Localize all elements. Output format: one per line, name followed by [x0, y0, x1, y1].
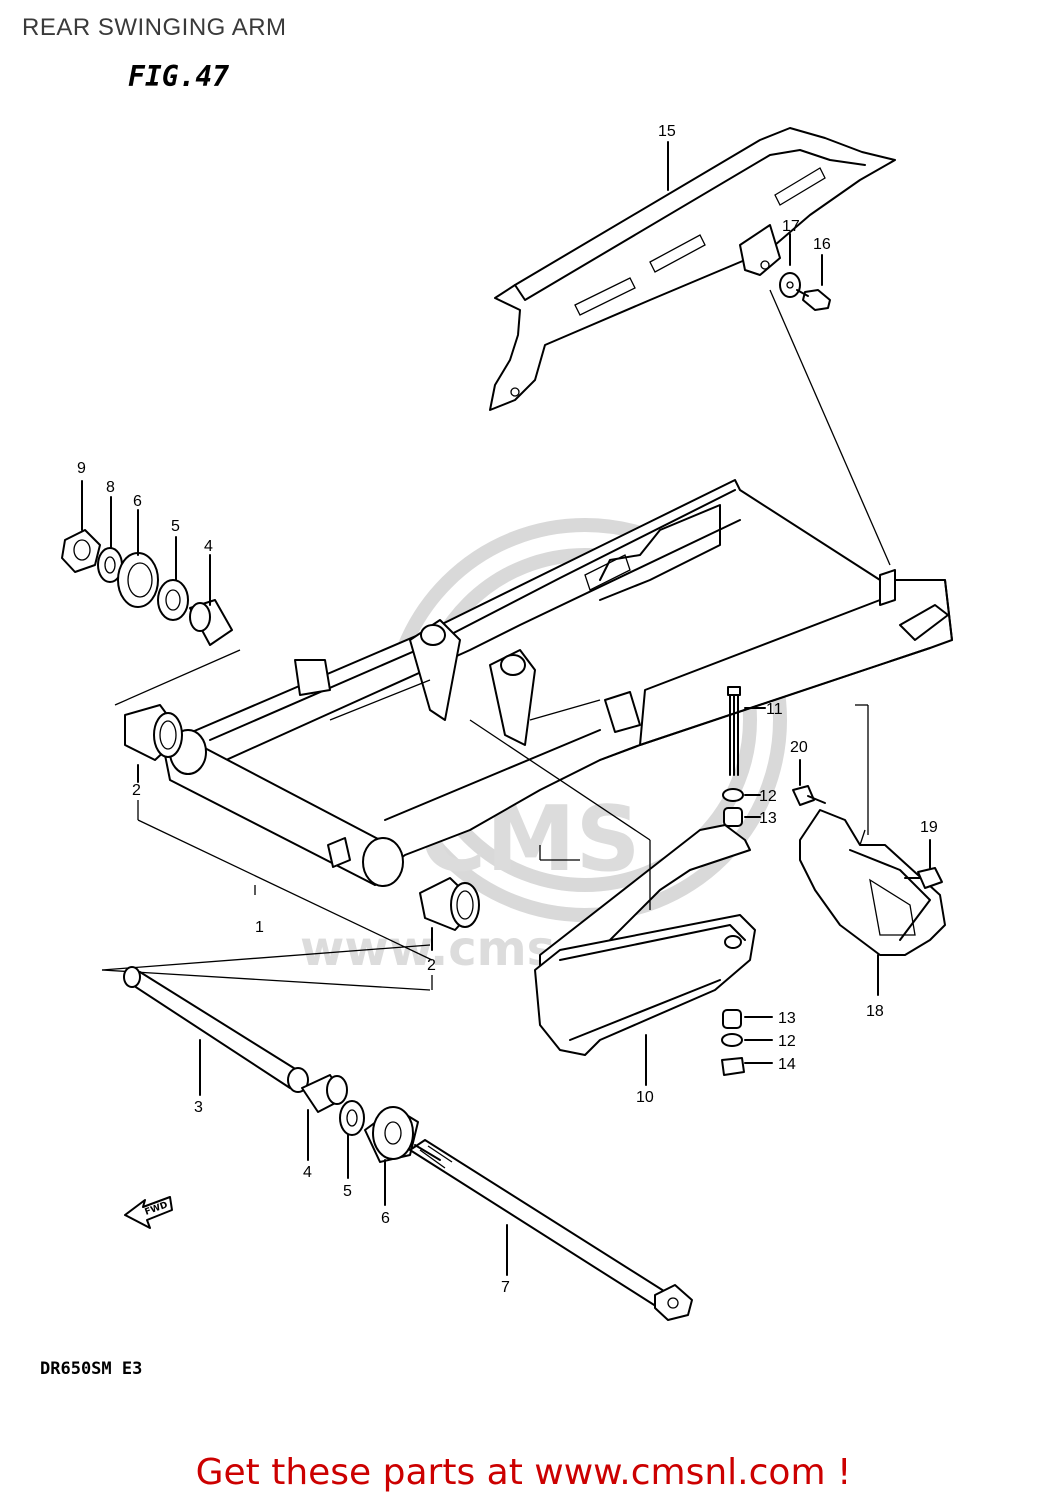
part-chain-buffer	[534, 824, 756, 1056]
part-washer-5b	[339, 1100, 365, 1136]
part-bearing-2b	[419, 877, 480, 931]
figure-number: FIG.47	[128, 60, 230, 93]
callout-12b: 12	[778, 1033, 796, 1050]
part-bolt-16	[796, 289, 831, 311]
part-swinging-arm	[179, 479, 953, 886]
callout-3: 3	[194, 1099, 203, 1116]
callout-8: 8	[106, 479, 115, 496]
callout-1: 1	[255, 919, 264, 936]
part-bolt-19	[917, 867, 943, 889]
callout-20: 20	[790, 739, 808, 756]
callout-14: 14	[778, 1056, 796, 1073]
callout-2a: 2	[132, 782, 141, 799]
part-pivot-shaft-7	[409, 1139, 693, 1321]
callout-6a: 6	[133, 493, 142, 510]
callout-12a: 12	[759, 788, 777, 805]
part-collar-13a	[723, 807, 743, 827]
part-spacer-3	[123, 966, 309, 1093]
callout-2b: 2	[427, 957, 436, 974]
part-seal-6b	[364, 1106, 419, 1163]
callout-10: 10	[636, 1089, 654, 1106]
part-washer-12b	[721, 1033, 743, 1047]
part-bearing-2a	[124, 704, 183, 761]
callout-16: 16	[813, 236, 831, 253]
part-washer-5a	[157, 579, 189, 621]
part-bush-4b	[301, 1074, 348, 1113]
forward-arrow-icon: FWD	[124, 1196, 173, 1229]
callout-5b: 5	[343, 1183, 352, 1200]
callout-18: 18	[866, 1003, 884, 1020]
callout-6b: 6	[381, 1210, 390, 1227]
callout-19: 19	[920, 819, 938, 836]
part-bolt-20	[792, 785, 815, 806]
part-nut-14	[721, 1057, 745, 1076]
part-bolt-11	[727, 686, 741, 776]
page-title: REAR SWINGING ARM	[22, 14, 287, 41]
callout-4a: 4	[204, 538, 213, 555]
part-seal-6a	[117, 552, 159, 608]
part-collar-13b	[722, 1009, 742, 1029]
part-chain-guide-18	[799, 809, 946, 956]
callout-15: 15	[658, 123, 676, 140]
callout-13b: 13	[778, 1010, 796, 1027]
part-washer-12a	[722, 788, 744, 802]
part-washer-17	[779, 272, 801, 298]
part-chain-cover-upper	[489, 127, 896, 411]
part-bush-4a	[189, 599, 233, 646]
callout-9: 9	[77, 460, 86, 477]
callout-11: 11	[766, 701, 783, 718]
model-code: DR650SM E3	[40, 1359, 143, 1379]
callout-17: 17	[782, 218, 800, 235]
promo-link[interactable]: Get these parts at www.cmsnl.com !	[195, 1452, 852, 1493]
callout-7: 7	[501, 1279, 510, 1296]
callout-5a: 5	[171, 518, 180, 535]
callout-13a: 13	[759, 810, 777, 827]
part-nut-9	[61, 529, 101, 573]
callout-4b: 4	[303, 1164, 312, 1181]
